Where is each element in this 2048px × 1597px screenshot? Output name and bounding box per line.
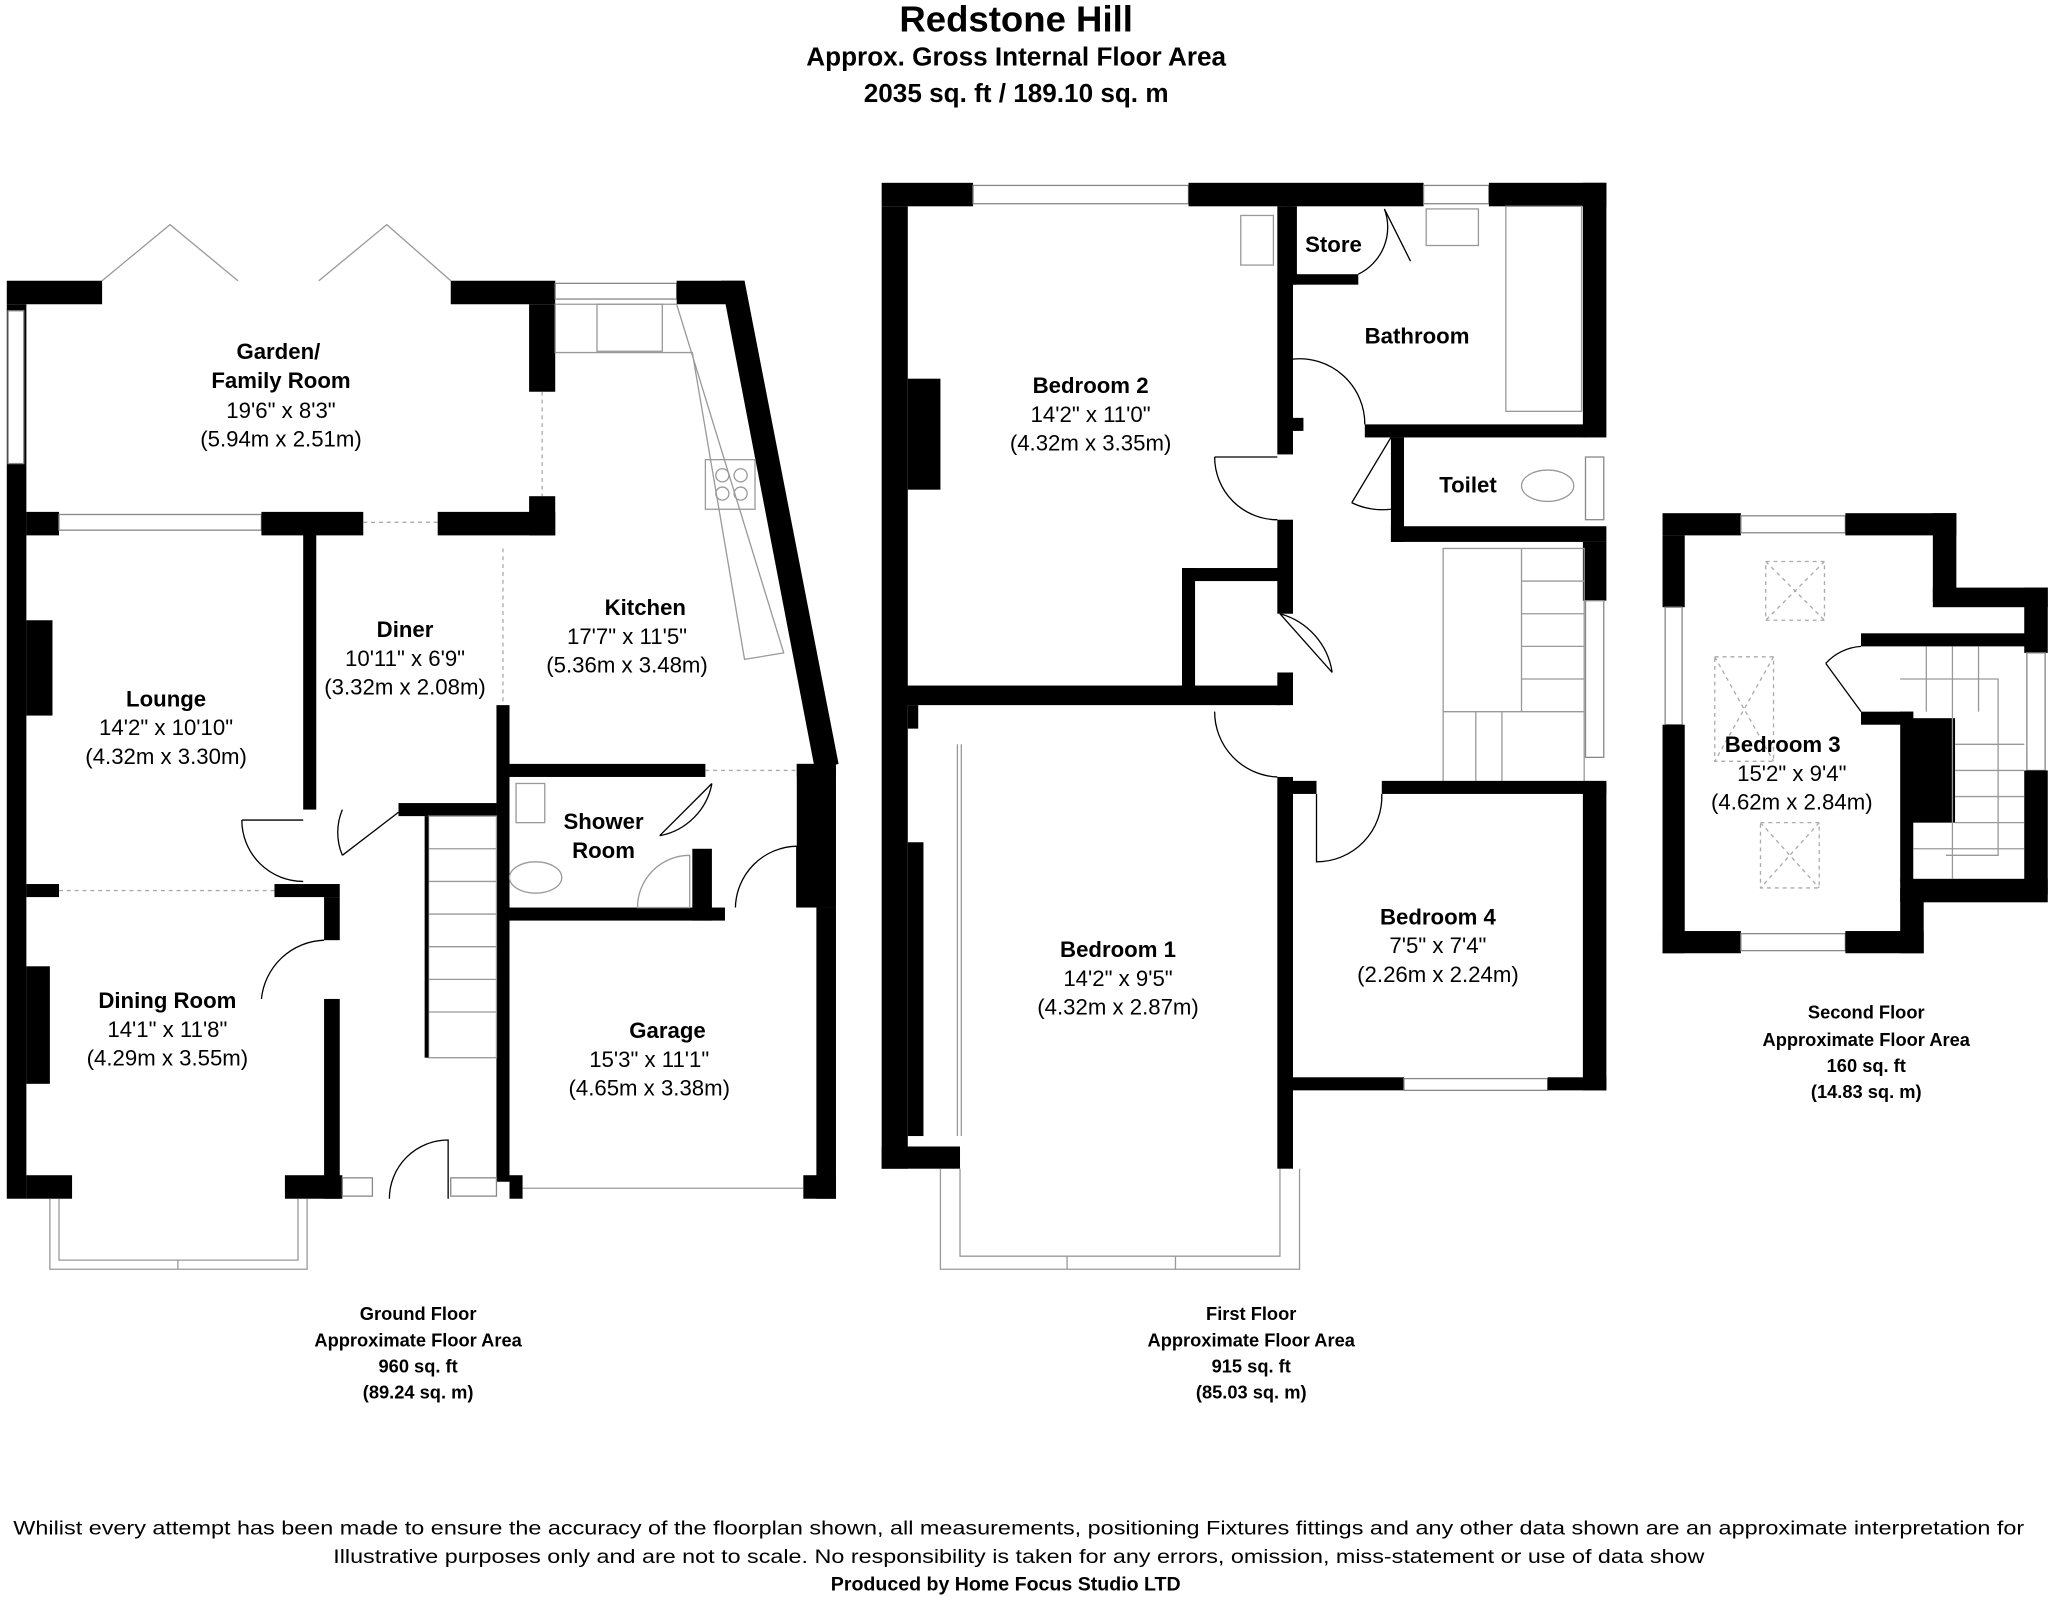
room-dims: 14'1" x 11'8" bbox=[107, 1017, 227, 1042]
room-name: Family Room bbox=[211, 368, 350, 393]
room-name: Dining Room bbox=[98, 988, 236, 1013]
floor-area-sqft: 915 sq. ft bbox=[1212, 1355, 1291, 1376]
room-dims-metric: (4.62m x 2.84m) bbox=[1711, 790, 1873, 815]
room-dims: 14'2" x 11'0" bbox=[1031, 402, 1151, 427]
room-dims: 7'5" x 7'4" bbox=[1389, 933, 1486, 958]
room-name: Lounge bbox=[126, 686, 206, 711]
room-name: Bedroom 2 bbox=[1033, 373, 1149, 398]
producer-credit: Produced by Home Focus Studio LTD bbox=[831, 1573, 1181, 1595]
floor-area-sqm: (85.03 sq. m) bbox=[1196, 1382, 1307, 1403]
second-floor-labels: Bedroom 3 15'2" x 9'4" (4.62m x 2.84m) S… bbox=[1711, 732, 1971, 1102]
second-floor-plan bbox=[1662, 513, 2048, 954]
floor-caption-label: Approximate Floor Area bbox=[1763, 1029, 1971, 1050]
room-dims: 19'6" x 8'3" bbox=[226, 398, 335, 423]
floor-caption: Second Floor bbox=[1808, 1002, 1925, 1023]
floor-caption: First Floor bbox=[1206, 1303, 1296, 1324]
room-dims: 15'2" x 9'4" bbox=[1737, 761, 1846, 786]
room-name: Bedroom 1 bbox=[1060, 937, 1176, 962]
room-dims-metric: (5.94m x 2.51m) bbox=[200, 427, 362, 452]
room-dims-metric: (4.29m x 3.55m) bbox=[87, 1046, 249, 1071]
title: Redstone Hill bbox=[899, 0, 1133, 39]
room-dims-metric: (3.32m x 2.08m) bbox=[324, 675, 486, 700]
room-name: Shower bbox=[563, 809, 644, 834]
room-dims-metric: (4.65m x 3.38m) bbox=[568, 1076, 730, 1101]
disclaimer-line-2: Illustrative purposes only and are not t… bbox=[333, 1546, 1705, 1568]
floor-area-sqm: (14.83 sq. m) bbox=[1811, 1081, 1922, 1102]
room-dims-metric: (2.26m x 2.24m) bbox=[1357, 962, 1519, 987]
room-dims: 14'2" x 9'5" bbox=[1063, 966, 1172, 991]
room-name: Diner bbox=[377, 617, 434, 642]
floor-caption-label: Approximate Floor Area bbox=[314, 1329, 522, 1350]
room-name: Bedroom 3 bbox=[1725, 732, 1841, 757]
room-name: Toilet bbox=[1439, 472, 1497, 497]
room-dims-metric: (4.32m x 2.87m) bbox=[1037, 995, 1199, 1020]
room-dims: 15'3" x 11'1" bbox=[589, 1047, 709, 1072]
first-floor-labels: Bedroom 2 14'2" x 11'0" (4.32m x 3.35m) … bbox=[1010, 232, 1519, 1402]
disclaimer-line-1: Whilist every attempt has been made to e… bbox=[13, 1517, 2025, 1539]
room-name: Bedroom 4 bbox=[1380, 905, 1497, 930]
room-dims-metric: (4.32m x 3.30m) bbox=[85, 744, 247, 769]
floor-caption: Ground Floor bbox=[360, 1303, 477, 1324]
ground-floor-plan bbox=[6, 223, 839, 1270]
room-dims: 10'11" x 6'9" bbox=[345, 646, 465, 671]
room-dims: 17'7" x 11'5" bbox=[567, 624, 687, 649]
floor-area-sqm: (89.24 sq. m) bbox=[363, 1382, 474, 1403]
room-name: Kitchen bbox=[605, 595, 686, 620]
room-name: Garden/ bbox=[236, 339, 320, 364]
room-name: Room bbox=[572, 838, 635, 863]
floor-area-sqft: 960 sq. ft bbox=[379, 1355, 458, 1376]
floor-area-sqft: 160 sq. ft bbox=[1827, 1055, 1906, 1076]
room-dims: 14'2" x 10'10" bbox=[99, 715, 233, 740]
room-name: Garage bbox=[629, 1018, 705, 1043]
ground-floor-labels: Garden/ Family Room 19'6" x 8'3" (5.94m … bbox=[85, 339, 730, 1402]
room-dims-metric: (4.32m x 3.35m) bbox=[1010, 431, 1172, 456]
room-name: Store bbox=[1305, 232, 1362, 257]
floor-caption-label: Approximate Floor Area bbox=[1148, 1329, 1356, 1350]
first-floor-plan bbox=[881, 182, 1607, 1270]
total-area: 2035 sq. ft / 189.10 sq. m bbox=[864, 78, 1169, 108]
room-name: Bathroom bbox=[1365, 323, 1470, 348]
subtitle: Approx. Gross Internal Floor Area bbox=[806, 41, 1226, 71]
room-dims-metric: (5.36m x 3.48m) bbox=[546, 652, 708, 677]
